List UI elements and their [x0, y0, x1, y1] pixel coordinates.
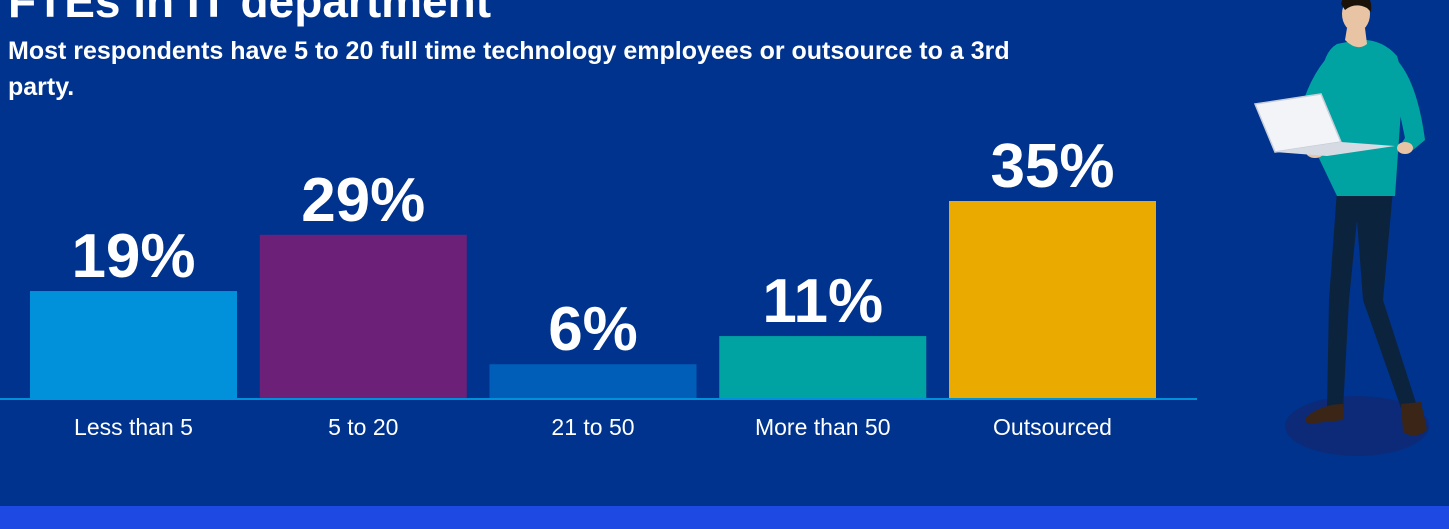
bars-group — [30, 201, 1156, 398]
bar-4 — [949, 201, 1156, 398]
value-label-4: 35% — [990, 132, 1114, 201]
bar-3 — [719, 336, 927, 398]
bar-chart: 19% 29% 6% 11% 35% Less than 5 5 to 20 21 to 5… — [0, 132, 1197, 440]
category-labels-group: Less than 5 5 to 20 21 to 50 More than 50 Ou… — [74, 414, 1112, 440]
chart-subtitle: Most respondents have 5 to 20 full time … — [8, 37, 1010, 101]
category-label-2: 21 to 50 — [551, 414, 634, 440]
category-label-4: Outsourced — [993, 414, 1112, 440]
bar-0 — [30, 291, 237, 398]
value-label-2: 6% — [548, 295, 638, 364]
page-title: FTEs in IT department — [8, 0, 492, 27]
value-label-3: 11% — [762, 267, 883, 336]
bar-2 — [489, 364, 697, 398]
category-label-3: More than 50 — [755, 414, 891, 440]
bottom-band — [0, 506, 1449, 529]
value-labels-group: 19% 29% 6% 11% 35% — [71, 132, 1114, 364]
value-label-1: 29% — [301, 166, 425, 235]
bar-1 — [259, 234, 467, 398]
category-label-1: 5 to 20 — [328, 414, 398, 440]
person-with-laptop-icon — [1253, 0, 1429, 456]
category-label-0: Less than 5 — [74, 414, 193, 440]
value-label-0: 19% — [71, 222, 195, 291]
